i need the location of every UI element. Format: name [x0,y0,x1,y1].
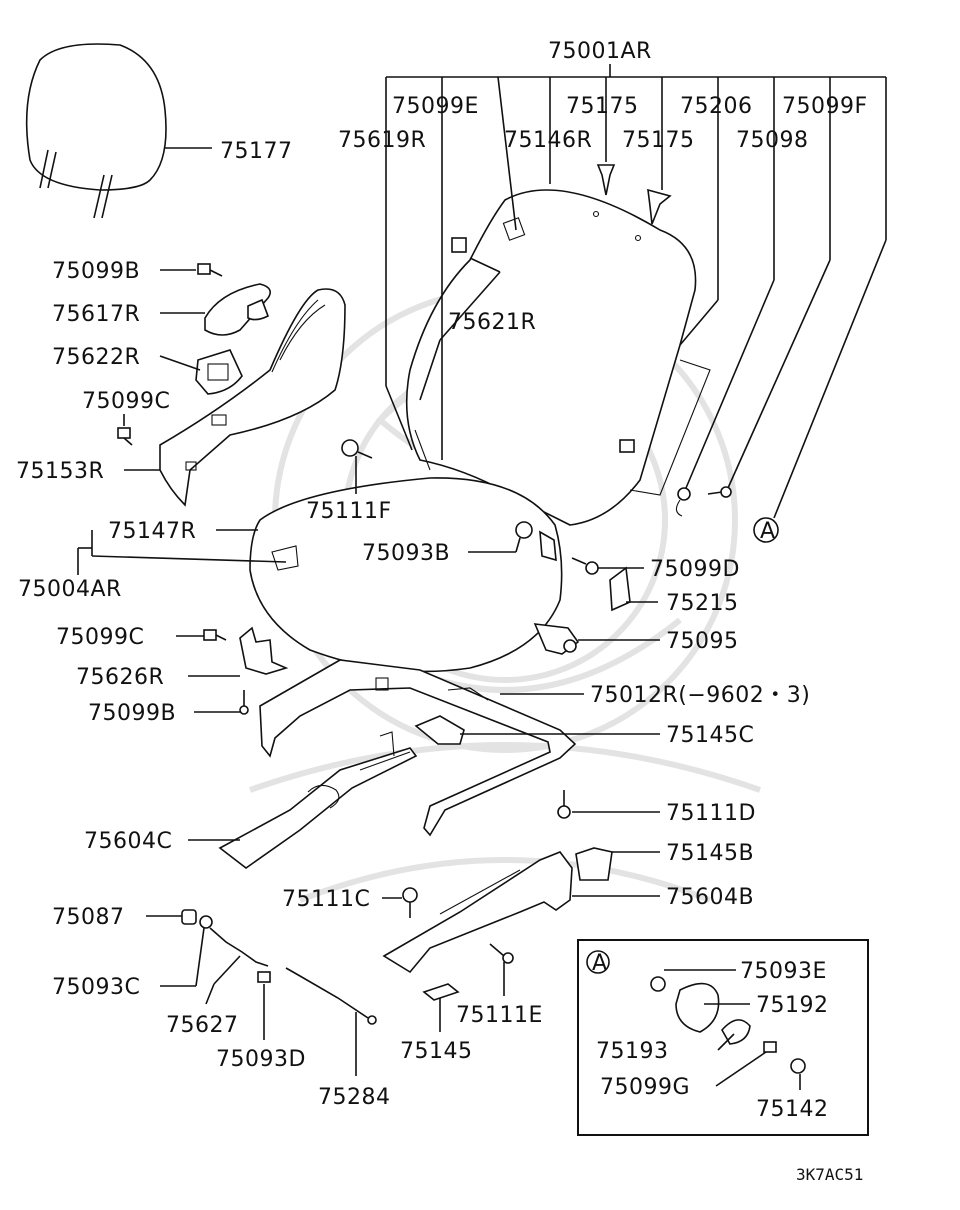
cover-75215 [609,566,631,612]
nut-75087 [181,909,197,925]
rail-75604B [382,851,573,974]
detail-A-letter: A [592,951,608,976]
label-75147R: 75147R [108,519,196,544]
screw-75099C [117,427,133,446]
cable-75284 [285,967,377,1025]
label-75099E: 75099E [392,94,479,119]
label-75093C: 75093C [52,975,140,1000]
side-shield-75153R [159,288,346,507]
bracket-75622R [195,349,243,395]
label-75099C-mid: 75099C [56,625,144,650]
bolt-75111D [557,790,571,819]
washer-75093C [199,915,213,929]
screw-75099B-mid [239,690,249,715]
reference-code: 3K7AC51 [796,1165,863,1184]
label-75284: 75284 [318,1085,391,1110]
bolt-75111C [402,887,418,918]
label-75099G: 75099G [600,1075,690,1100]
label-75012R: 75012R(−9602・3) [590,683,810,708]
label-75099C-top: 75099C [82,389,170,414]
label-75087: 75087 [52,905,125,930]
label-75099B-top: 75099B [52,259,140,284]
callout-A: A [753,517,779,544]
label-75177: 75177 [220,139,293,164]
label-75621R: 75621R [448,310,536,335]
label-75001AR: 75001AR [548,39,652,64]
screw-75099C-mid [203,629,227,641]
ring-75098 [675,487,691,517]
label-75153R: 75153R [16,459,104,484]
screw-75099F [707,486,732,498]
strap-75095 [533,623,580,655]
seat-cushion-75147R [249,477,563,673]
headrest [25,43,212,219]
recliner-handle-75617R [204,283,271,336]
label-75604B: 75604B [666,885,754,910]
bolt-75111F [341,439,373,459]
label-75175-b: 75175 [622,128,695,153]
leader-lines [77,64,887,1090]
label-75099F: 75099F [782,94,868,119]
label-75111C: 75111C [282,887,370,912]
label-75142: 75142 [756,1097,829,1122]
label-75627: 75627 [166,1013,239,1038]
label-75093E: 75093E [740,959,827,984]
label-75111F: 75111F [306,499,392,524]
label-75093D: 75093D [216,1047,306,1072]
bracket-75626R [239,626,289,675]
rail-75604C [218,731,418,869]
label-75604C: 75604C [84,829,172,854]
wire-75627 [209,927,269,967]
label-75617R: 75617R [52,302,140,327]
callout-A-text: A [760,519,776,544]
label-75192: 75192 [756,993,829,1018]
part-labels: 75001AR 75099E 75175 75206 75099F 75619R… [16,39,868,1184]
screw-75099D [571,557,599,575]
screw-75099B [197,263,223,277]
label-75619R: 75619R [338,128,426,153]
label-75215: 75215 [666,591,739,616]
hinge-plate [539,530,557,562]
block-75145C [414,715,465,745]
label-75095: 75095 [666,629,739,654]
label-75093B: 75093B [362,541,450,566]
label-75099B-mid: 75099B [88,701,176,726]
label-75175-a: 75175 [566,94,639,119]
label-75193: 75193 [596,1039,669,1064]
label-75145B: 75145B [666,841,754,866]
label-75206: 75206 [680,94,753,119]
cap-75093D [257,971,271,983]
label-75099D: 75099D [650,557,740,582]
seat-frame-75012R [259,659,577,837]
label-75626R: 75626R [76,665,164,690]
label-75146R: 75146R [504,128,592,153]
seat-back [405,189,711,526]
label-75004AR: 75004AR [18,577,122,602]
cap-75093B [515,521,533,539]
pad-75145 [422,983,460,1001]
bolt-75111E [489,943,514,964]
label-75622R: 75622R [52,345,140,370]
block-75145B [575,847,613,881]
label-75111D: 75111D [666,801,756,826]
label-75145: 75145 [400,1039,473,1064]
label-75098: 75098 [736,128,809,153]
label-75145C: 75145C [666,723,754,748]
clip-75175 [596,164,672,225]
label-75111E: 75111E [456,1003,543,1028]
